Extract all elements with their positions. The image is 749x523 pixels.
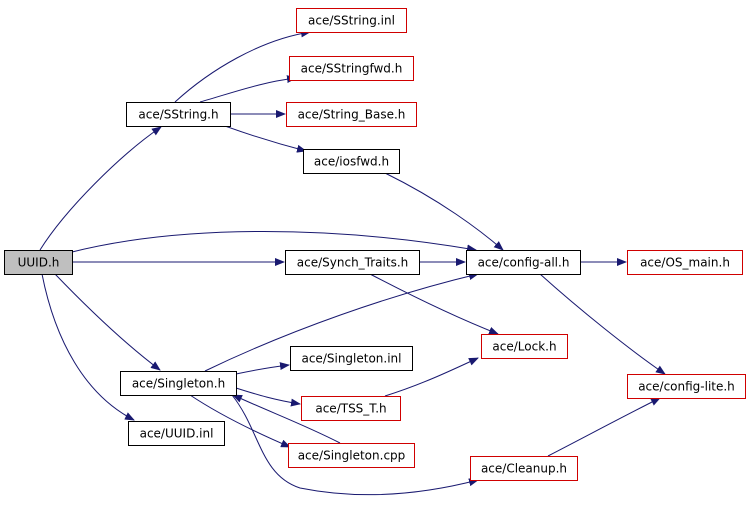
node-uuid_inl[interactable]: ace/UUID.inl [128, 421, 225, 446]
node-label: ace/Singleton.cpp [298, 449, 406, 463]
node-label: ace/Singleton.h [132, 377, 225, 391]
node-label: ace/Cleanup.h [481, 462, 567, 476]
node-box [285, 250, 420, 275]
node-label: ace/TSS_T.h [315, 402, 386, 416]
edge-config_all_h-to-config_lite_h [539, 273, 666, 375]
node-box [627, 250, 743, 275]
node-cleanup_h[interactable]: ace/Cleanup.h [470, 456, 578, 481]
node-label: ace/Lock.h [492, 340, 556, 354]
node-box [481, 334, 568, 359]
node-label: ace/iosfwd.h [314, 155, 389, 169]
node-box [303, 149, 400, 174]
node-os_main_h[interactable]: ace/OS_main.h [627, 250, 743, 275]
node-box [288, 443, 415, 468]
node-label: UUID.h [18, 256, 60, 270]
node-box [120, 371, 237, 396]
node-box [470, 456, 578, 481]
node-box [286, 102, 417, 127]
edge-sstring_h-to-iosfwd_h [224, 125, 307, 153]
node-label: ace/UUID.inl [140, 427, 214, 441]
edge-singleton_cpp-to-singleton_h [232, 394, 341, 444]
node-uuid_h[interactable]: UUID.h [4, 250, 73, 275]
node-sstringfwd_h[interactable]: ace/SStringfwd.h [289, 56, 414, 81]
edge-layer [39, 29, 666, 496]
node-label: ace/SStringfwd.h [301, 62, 403, 76]
node-singleton_cpp[interactable]: ace/Singleton.cpp [288, 443, 415, 468]
edge-singleton_h-to-singleton_cpp [189, 394, 291, 448]
node-box [301, 396, 401, 421]
edge-iosfwd_h-to-config_all_h [384, 172, 504, 251]
node-layer: UUID.h ace/SString.h ace/SString.inl ace/SS… [4, 8, 746, 481]
edge-tss_t_h-to-lock_h [384, 357, 479, 397]
node-label: ace/OS_main.h [640, 256, 730, 270]
edge-synch_traits_h-to-lock_h [369, 273, 499, 335]
node-label: ace/Singleton.inl [301, 352, 401, 366]
node-tss_t_h[interactable]: ace/TSS_T.h [301, 396, 401, 421]
node-config_lite_h[interactable]: ace/config-lite.h [627, 374, 746, 399]
node-synch_traits_h[interactable]: ace/Synch_Traits.h [285, 250, 420, 275]
node-box [126, 102, 231, 127]
edge-singleton_h-to-tss_t_h [235, 387, 301, 407]
node-sstring_inl[interactable]: ace/SString.inl [296, 8, 407, 33]
edge-uuid_h-to-uuid_inl [41, 273, 135, 421]
node-box [289, 56, 414, 81]
node-box [627, 374, 746, 399]
node-string_base_h[interactable]: ace/String_Base.h [286, 102, 417, 127]
node-label: ace/String_Base.h [298, 108, 406, 122]
edge-sstring_h-to-sstringfwd_h [199, 75, 297, 103]
node-box [4, 250, 73, 275]
node-label: ace/config-lite.h [638, 380, 735, 394]
node-sstring_h[interactable]: ace/SString.h [126, 102, 231, 127]
edge-cleanup_h-to-config_lite_h [547, 397, 661, 457]
node-box [466, 250, 581, 275]
edge-singleton_h-to-cleanup_h [231, 394, 479, 496]
node-lock_h[interactable]: ace/Lock.h [481, 334, 568, 359]
edge-singleton_h-to-singleton_inl [235, 362, 290, 375]
edge-sstring_h-to-sstring_inl [174, 29, 311, 103]
node-singleton_inl[interactable]: ace/Singleton.inl [290, 346, 413, 371]
node-box [128, 421, 225, 446]
node-label: ace/SString.inl [308, 14, 395, 28]
edge-uuid_h-to-singleton_h [54, 273, 161, 371]
node-label: ace/Synch_Traits.h [297, 256, 408, 270]
edge-uuid_h-to-config_all_h [71, 231, 477, 253]
node-box [296, 8, 407, 33]
node-iosfwd_h[interactable]: ace/iosfwd.h [303, 149, 400, 174]
node-singleton_h[interactable]: ace/Singleton.h [120, 371, 237, 396]
node-config_all_h[interactable]: ace/config-all.h [466, 250, 581, 275]
edge-singleton_h-to-config_all_h [204, 272, 479, 372]
node-label: ace/config-all.h [478, 256, 570, 270]
node-box [290, 346, 413, 371]
edge-uuid_h-to-sstring_h [39, 126, 162, 251]
node-label: ace/SString.h [138, 108, 218, 122]
